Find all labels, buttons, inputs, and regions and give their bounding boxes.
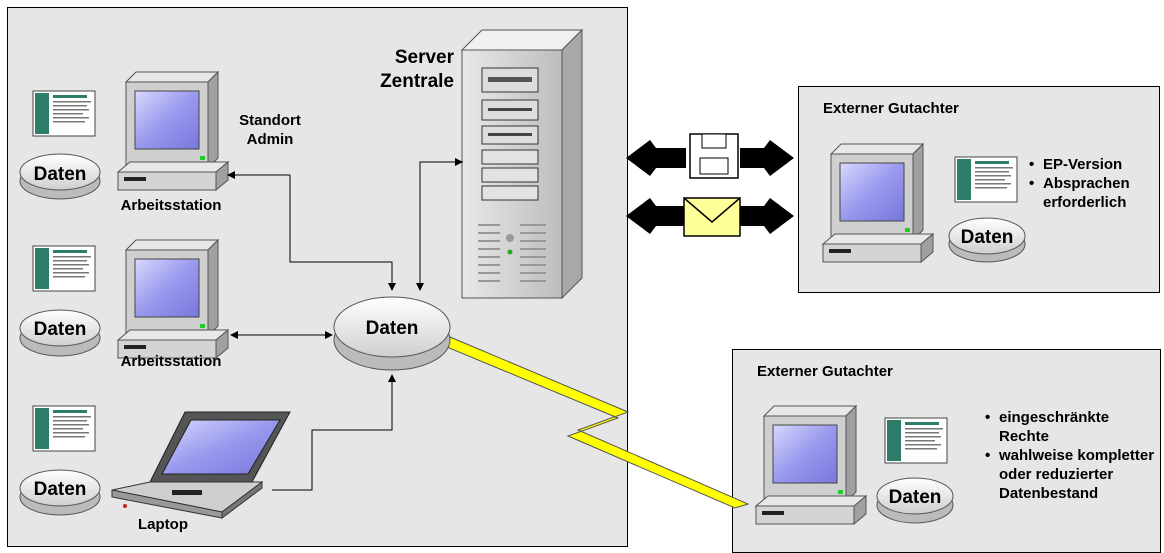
document-thumbnail-icon: [954, 156, 1018, 203]
transfer-arrows: [626, 140, 794, 234]
server-tower-icon: [460, 28, 584, 300]
database-label: Daten: [889, 487, 942, 508]
local-database-disk-1-icon: Daten: [19, 153, 101, 200]
workstation-2-label: Arbeitsstation: [120, 353, 222, 370]
reviewer-bottom-bullets: eingeschränkte Rechte wahlweise komplett…: [985, 408, 1155, 503]
reviewer-top-bullets: EP-Version Absprachen erforderlich: [1029, 155, 1157, 212]
bullet-item: eingeschränkte Rechte: [985, 408, 1155, 446]
site-admin-label: Standort Admin: [239, 112, 301, 148]
document-thumbnail-icon: [32, 405, 96, 452]
remote-workstation-bottom-icon: [754, 404, 868, 526]
database-label: Daten: [34, 479, 87, 500]
workstation-1-icon: [116, 70, 230, 192]
central-database-icon: Daten: [333, 296, 451, 371]
database-label: Daten: [961, 227, 1014, 248]
document-thumbnail-icon: [884, 417, 948, 464]
laptop-icon: [111, 411, 291, 519]
floppy-disk-icon: [689, 133, 739, 179]
bullet-item: Absprachen erforderlich: [1029, 174, 1157, 212]
server-label: Server Zentrale: [380, 47, 454, 92]
workstation-2-icon: [116, 238, 230, 360]
wireless-lightning-icon: [441, 336, 750, 509]
reviewer-top-title: Externer Gutachter: [823, 100, 959, 117]
laptop-label: Laptop: [138, 516, 188, 533]
bullet-item: EP-Version: [1029, 155, 1157, 174]
local-database-disk-2-icon: Daten: [19, 309, 101, 357]
remote-database-bottom-icon: Daten: [876, 477, 954, 524]
reviewer-bottom-title: Externer Gutachter: [757, 363, 893, 380]
remote-database-top-icon: Daten: [948, 217, 1026, 263]
central-database-label: Daten: [366, 318, 419, 339]
database-label: Daten: [34, 164, 87, 185]
workstation-1-label: Arbeitsstation: [120, 197, 222, 214]
envelope-icon: [683, 197, 741, 237]
document-thumbnail-icon: [32, 90, 96, 137]
connection-lines: [227, 158, 463, 491]
bullet-item: wahlweise kompletter oder reduzierter Da…: [985, 446, 1155, 503]
remote-workstation-top-icon: [821, 142, 935, 264]
database-label: Daten: [34, 319, 87, 340]
document-thumbnail-icon: [32, 245, 96, 292]
local-database-disk-3-icon: Daten: [19, 469, 101, 516]
